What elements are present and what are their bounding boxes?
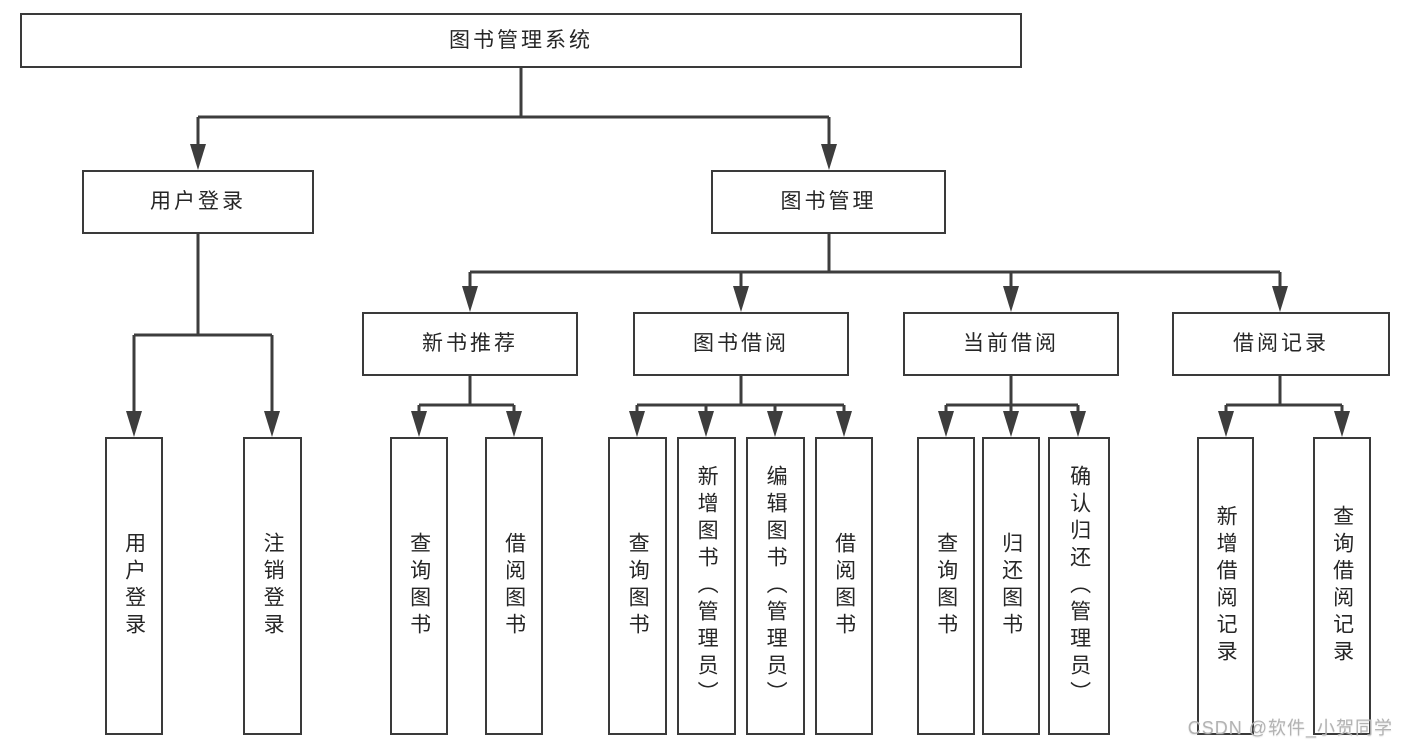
leaf-add-borrow-record: 新增借阅记录	[1197, 437, 1254, 735]
arrowhead	[629, 411, 645, 437]
arrowhead	[938, 411, 954, 437]
connector-book-borrow-to-leaves	[635, 376, 846, 417]
arrowhead	[1334, 411, 1350, 437]
node-new-book-recommend: 新书推荐	[362, 312, 578, 376]
arrowhead	[836, 411, 852, 437]
connector-book-management-to-level3	[468, 234, 1282, 292]
leaf-query-books-recommend: 查询图书	[390, 437, 448, 735]
leaf-user-login: 用户登录	[105, 437, 163, 735]
node-root: 图书管理系统	[20, 13, 1022, 68]
arrowhead	[462, 286, 478, 312]
connector-user-login-to-leaves	[132, 234, 274, 417]
arrowhead	[698, 411, 714, 437]
arrowhead	[264, 411, 280, 437]
leaf-add-book-admin: 新增图书（管理员）	[677, 437, 736, 735]
watermark: CSDN @软件_小贺同学	[1187, 718, 1393, 738]
leaf-return-books: 归还图书	[982, 437, 1040, 735]
arrowhead	[1218, 411, 1234, 437]
node-user-login: 用户登录	[82, 170, 314, 234]
node-book-borrow: 图书借阅	[633, 312, 849, 376]
arrowhead	[767, 411, 783, 437]
node-borrow-records: 借阅记录	[1172, 312, 1390, 376]
leaf-borrow-books-recommend: 借阅图书	[485, 437, 543, 735]
leaf-edit-book-admin: 编辑图书（管理员）	[746, 437, 805, 735]
arrowhead	[506, 411, 522, 437]
leaf-query-books-borrow: 查询图书	[608, 437, 667, 735]
leaf-query-borrow-record: 查询借阅记录	[1313, 437, 1371, 735]
node-book-management: 图书管理	[711, 170, 946, 234]
arrowhead	[1003, 411, 1019, 437]
arrowhead	[1070, 411, 1086, 437]
leaf-logout: 注销登录	[243, 437, 302, 735]
connector-current-borrow-to-leaves	[944, 376, 1080, 417]
arrowhead	[411, 411, 427, 437]
arrowhead	[190, 144, 206, 170]
connector-new-book-recommend-to-leaves	[417, 376, 516, 417]
arrowhead	[733, 286, 749, 312]
arrowhead	[821, 144, 837, 170]
arrowhead	[126, 411, 142, 437]
node-current-borrow: 当前借阅	[903, 312, 1119, 376]
leaf-confirm-return-admin: 确认归还（管理员）	[1048, 437, 1110, 735]
connector-root-to-level2	[196, 68, 831, 150]
leaf-query-books-current: 查询图书	[917, 437, 975, 735]
arrowhead	[1272, 286, 1288, 312]
connector-borrow-records-to-leaves	[1224, 376, 1344, 417]
arrowhead	[1003, 286, 1019, 312]
leaf-borrow-books: 借阅图书	[815, 437, 873, 735]
